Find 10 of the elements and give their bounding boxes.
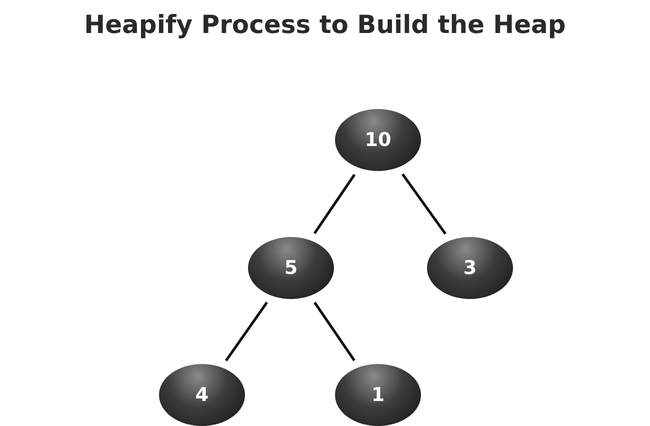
node-value: 1 [371,384,385,406]
node-value: 5 [284,257,298,279]
node-value: 10 [364,129,392,151]
node-value: 4 [195,384,209,406]
diagram-title: Heapify Process to Build the Heap [84,10,566,39]
tree-edge-line [314,302,356,362]
tree-edge-line [225,302,268,362]
tree-edge-line [313,174,356,234]
node-value: 3 [463,257,477,279]
tree-edge-line [402,173,446,235]
